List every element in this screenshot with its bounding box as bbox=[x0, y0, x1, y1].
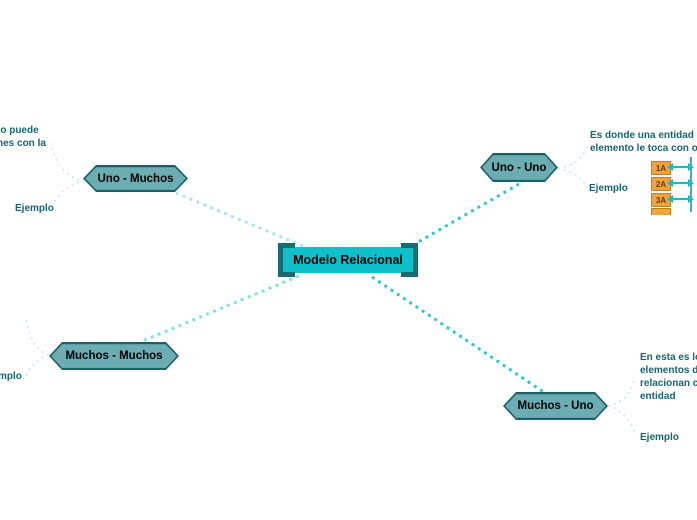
clipped-entity-column-edge bbox=[689, 157, 693, 212]
hexagon-fill bbox=[51, 344, 177, 368]
arc-uno-uno-note bbox=[557, 143, 589, 169]
node-muchos-uno-label: Muchos - Uno bbox=[517, 400, 594, 412]
arc-muchos-muchos-ejemplo bbox=[25, 354, 50, 377]
ejemplo-muchos-uno[interactable]: Ejemplo bbox=[640, 432, 679, 443]
right-bracket-decoration bbox=[401, 243, 418, 277]
note-muchos-uno-line2: elementos de bbox=[640, 365, 697, 376]
node-uno-muchos[interactable]: Uno - Muchos bbox=[83, 165, 188, 192]
note-muchos-uno-line4: entidad bbox=[640, 391, 676, 402]
note-muchos-uno[interactable]: En esta es lo elementos de relacionan co… bbox=[640, 351, 697, 403]
note-uno-uno-line1: Es donde una entidad de bbox=[590, 130, 697, 141]
node-modelo-relacional-label: Modelo Relacional bbox=[293, 253, 403, 267]
node-muchos-uno[interactable]: Muchos - Uno bbox=[503, 392, 608, 420]
arc-muchos-uno-note bbox=[607, 380, 635, 407]
ejemplo-muchos-muchos-fragment[interactable]: mplo bbox=[0, 371, 22, 382]
node-muchos-muchos-label: Muchos - Muchos bbox=[65, 350, 163, 362]
edge-center-uno-muchos bbox=[175, 191, 304, 248]
left-bracket-decoration bbox=[278, 243, 295, 277]
arc-uno-uno-ejemplo bbox=[557, 167, 588, 189]
double-arrow-icon bbox=[667, 162, 694, 173]
ejemplo-uno-uno[interactable]: Ejemplo bbox=[589, 183, 628, 194]
arc-uno-muchos-ejemplo bbox=[52, 180, 86, 206]
node-uno-muchos-label: Uno - Muchos bbox=[97, 172, 174, 185]
note-uno-muchos[interactable]: to puede nes con la bbox=[0, 124, 46, 150]
note-uno-uno-line2: elemento le toca con otr bbox=[590, 143, 697, 154]
hexagon-fill bbox=[482, 155, 556, 180]
edge-center-uno-uno bbox=[405, 182, 520, 251]
note-uno-muchos-line2: nes con la bbox=[0, 138, 46, 149]
note-uno-muchos-line1: to puede bbox=[0, 125, 39, 136]
node-uno-uno-label: Uno - Uno bbox=[491, 161, 547, 174]
node-modelo-relacional[interactable]: Modelo Relacional bbox=[278, 243, 418, 277]
uno-uno-example-image[interactable]: 1A 2A 3A bbox=[651, 157, 697, 218]
arc-muchos-uno-ejemplo bbox=[607, 405, 636, 434]
note-muchos-uno-line3: relacionan co bbox=[640, 378, 697, 389]
ejemplo-uno-muchos[interactable]: Ejemplo bbox=[15, 203, 54, 214]
arc-muchos-muchos-note bbox=[25, 317, 50, 356]
entity-box-partial bbox=[651, 208, 671, 215]
node-muchos-muchos[interactable]: Muchos - Muchos bbox=[49, 342, 179, 370]
edge-center-muchos-muchos bbox=[139, 274, 300, 344]
arc-uno-muchos-note bbox=[50, 142, 86, 182]
edge-center-muchos-uno bbox=[371, 275, 546, 395]
note-muchos-uno-line1: En esta es lo bbox=[640, 352, 697, 363]
hexagon-fill bbox=[505, 394, 606, 418]
double-arrow-icon bbox=[667, 194, 694, 205]
node-uno-uno[interactable]: Uno - Uno bbox=[480, 153, 558, 182]
note-uno-uno[interactable]: Es donde una entidad de elemento le toca… bbox=[590, 129, 697, 155]
hexagon-fill bbox=[85, 167, 186, 190]
double-arrow-icon bbox=[667, 178, 694, 189]
